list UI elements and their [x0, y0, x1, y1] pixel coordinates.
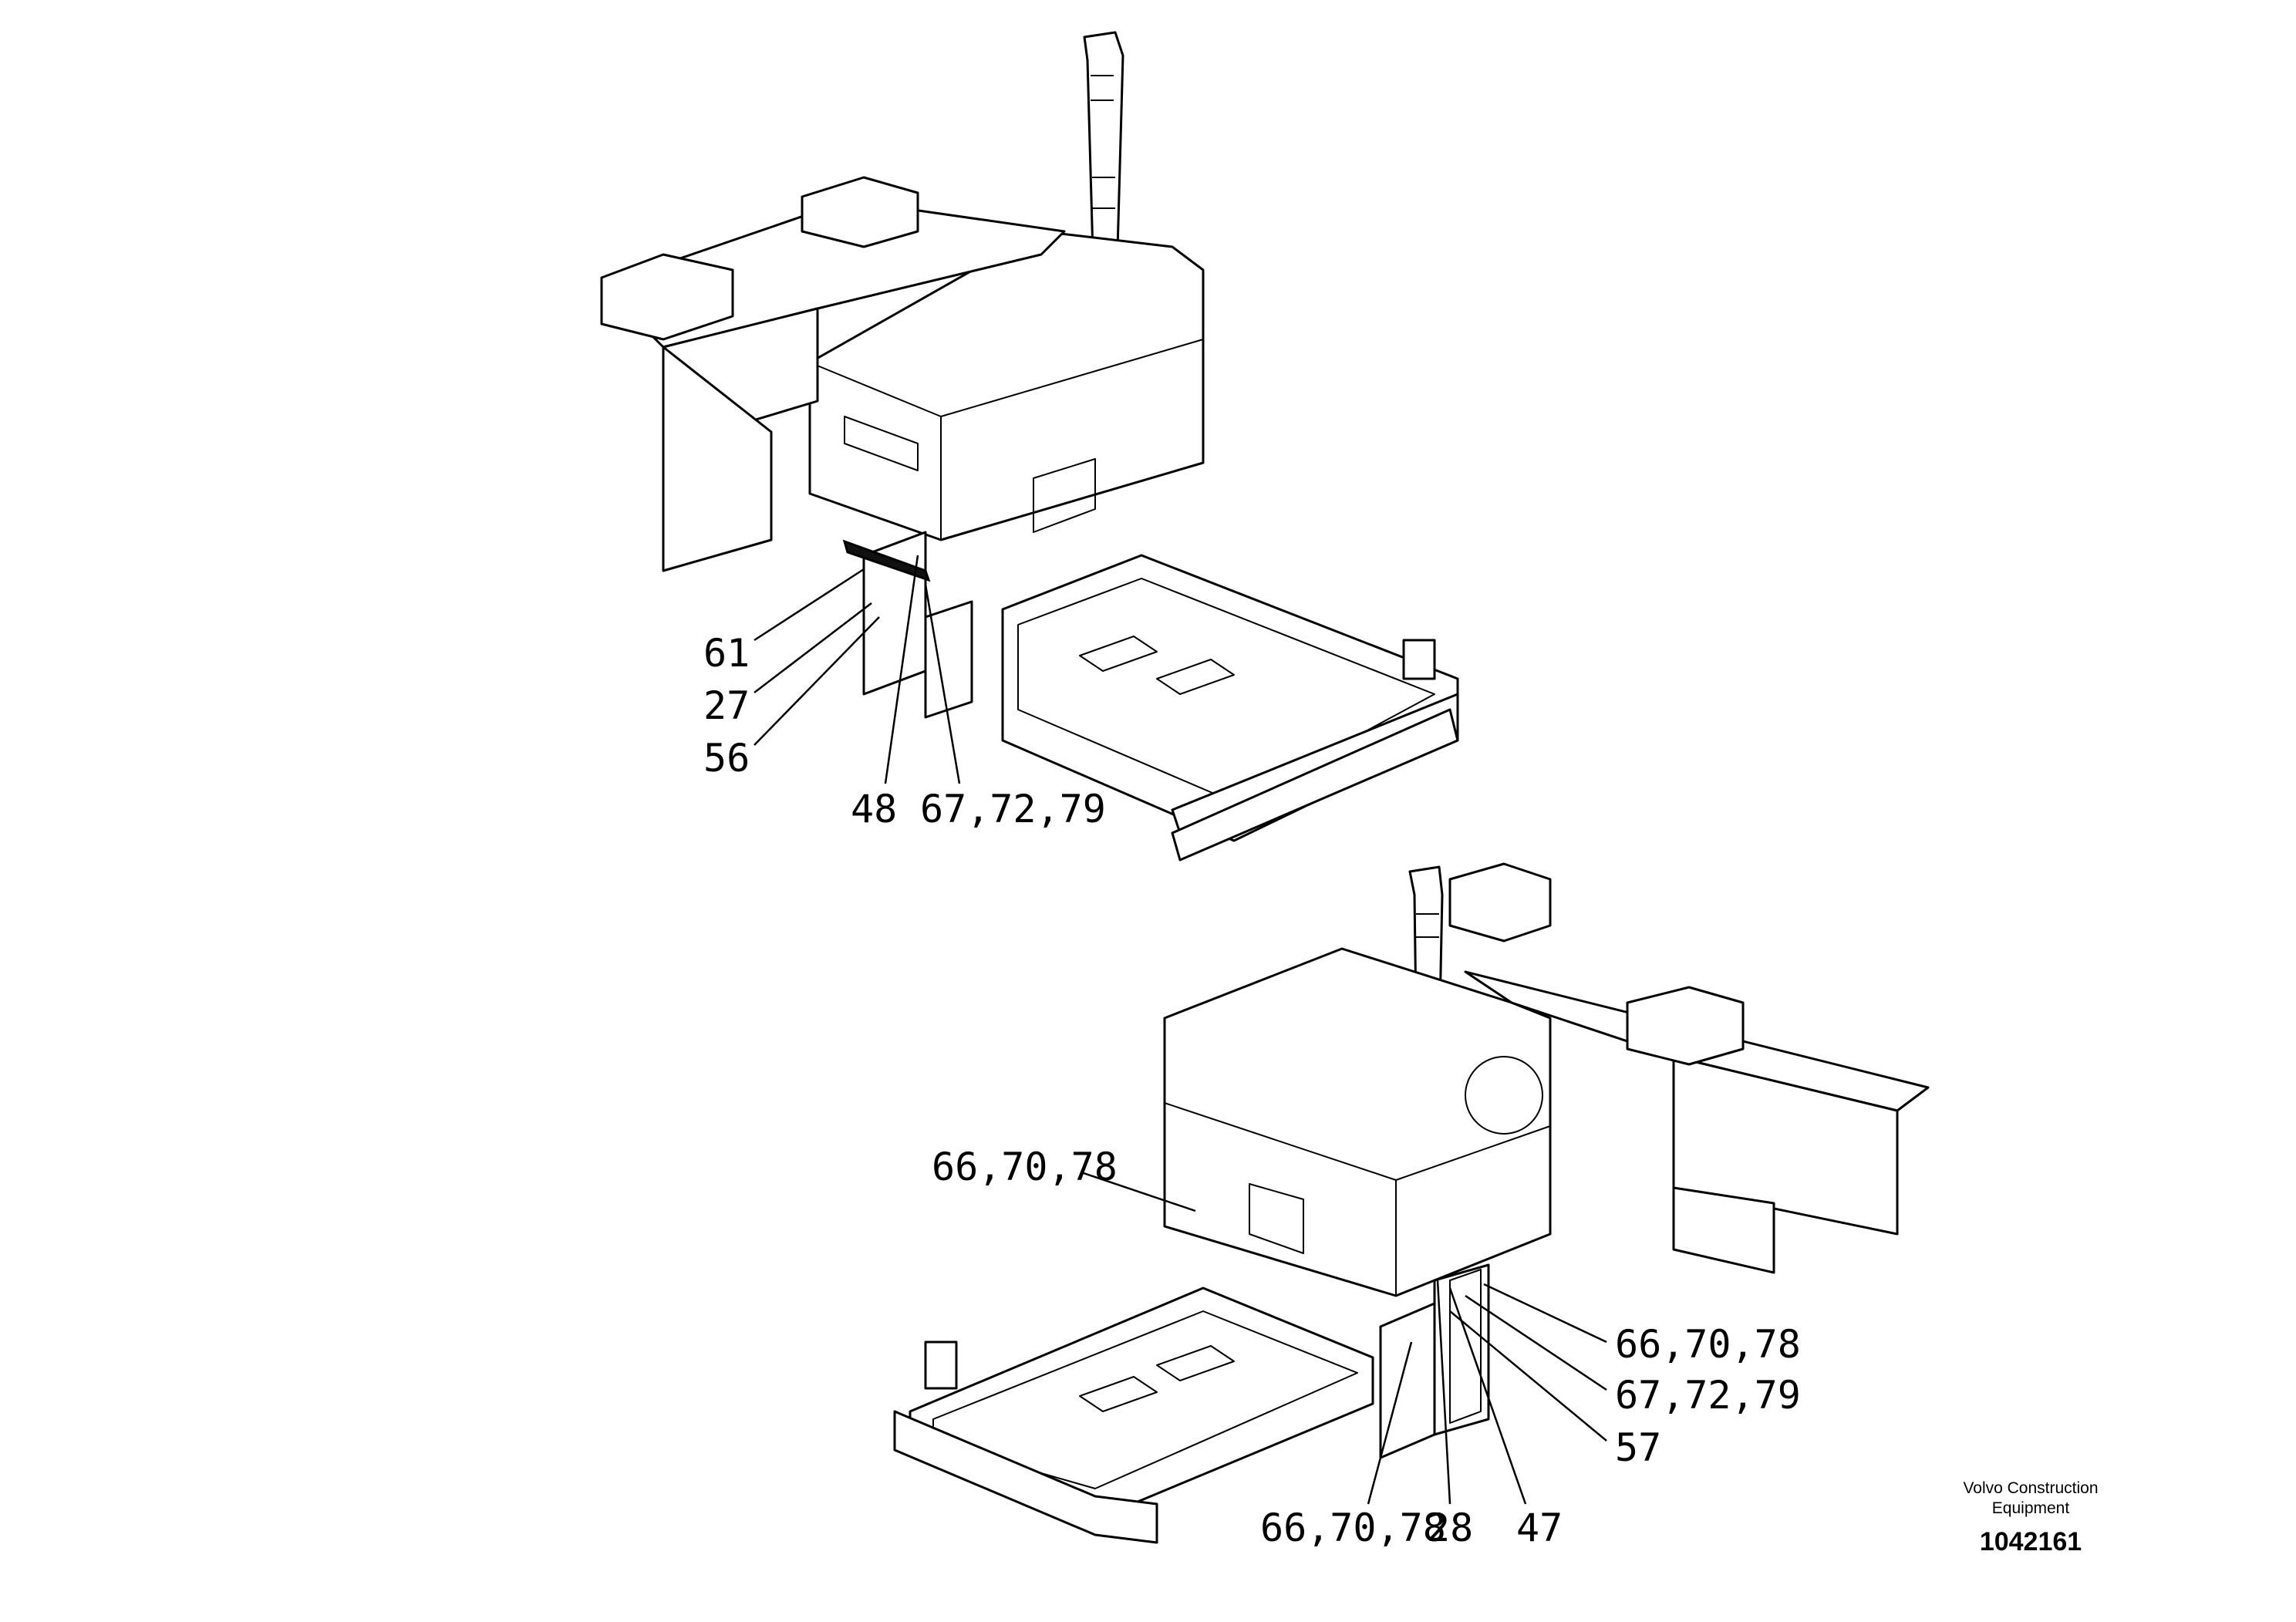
- callout-66-70-78-left: 66,70,78: [932, 1145, 1118, 1189]
- callout-67-72-79: 67,72,79: [920, 787, 1106, 831]
- leader-47: [1448, 1287, 1527, 1505]
- top-callout-leaders: [754, 555, 961, 784]
- leader-66-70-78-right: [1483, 1283, 1607, 1344]
- document-number: 1042161: [1980, 1527, 2082, 1556]
- leader-57: [1449, 1310, 1607, 1442]
- callout-67-72-79-bottom: 67,72,79: [1615, 1373, 1801, 1418]
- top-callout-labels: 61 27 56 48 67,72,79: [703, 631, 1106, 831]
- callout-27: 27: [703, 683, 750, 728]
- callout-48: 48: [851, 787, 897, 831]
- callout-61: 61: [703, 631, 750, 676]
- leader-56: [754, 616, 880, 746]
- leader-61: [754, 568, 865, 642]
- leader-66-70-78-left: [1081, 1171, 1196, 1212]
- callout-57: 57: [1615, 1425, 1661, 1470]
- brand-line-1: Volvo Construction: [1963, 1479, 2098, 1497]
- leader-27: [754, 602, 872, 693]
- bottom-callout-leaders: [1081, 1171, 1607, 1505]
- leader-28: [1436, 1280, 1451, 1505]
- bottom-callout-labels: 66,70,78 66,70,78 67,72,79 57 66,70,78 2…: [932, 1145, 1801, 1550]
- bottom-machine-frame: [893, 862, 1930, 1544]
- top-machine-frame: [600, 31, 1459, 862]
- callout-47: 47: [1516, 1506, 1563, 1550]
- leader-66-70-78-bottom: [1367, 1341, 1413, 1505]
- brand-line-2: Equipment: [1992, 1499, 2070, 1517]
- leader-48: [884, 555, 919, 784]
- callout-66-70-78-right: 66,70,78: [1615, 1322, 1801, 1367]
- callout-56: 56: [703, 736, 750, 781]
- leader-67-72-79-b: [1465, 1294, 1607, 1391]
- callout-28: 28: [1427, 1506, 1473, 1550]
- callout-66-70-78-bottom: 66,70,78: [1260, 1506, 1446, 1550]
- leader-67-72-79: [924, 584, 961, 784]
- footer-block: Volvo Construction Equipment 1042161: [1963, 1479, 2098, 1556]
